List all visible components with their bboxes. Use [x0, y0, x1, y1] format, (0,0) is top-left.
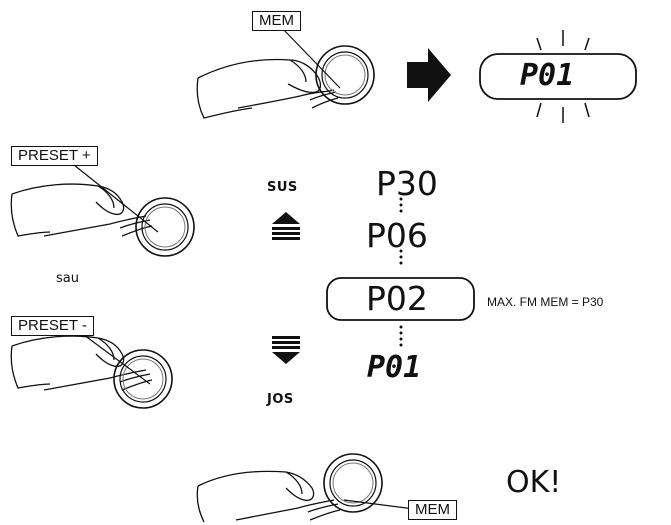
arrow-down-icon: [272, 336, 300, 364]
sequence-mid: P06: [366, 216, 428, 255]
callout-line: [73, 164, 159, 233]
current-display-frame: [326, 277, 475, 321]
hand-pressing-icon: [10, 335, 153, 391]
arrow-up-icon: [272, 212, 300, 240]
knob-icon: [315, 45, 375, 105]
knob-icon: [113, 349, 173, 409]
knob-icon: [323, 453, 383, 513]
mem-button-label: MEM: [408, 500, 457, 520]
knob-icon: [135, 197, 195, 257]
hand-pressing-icon: [196, 470, 341, 523]
preset-down-label: PRESET -: [11, 316, 94, 336]
display-text: P01: [520, 58, 575, 93]
arrow-right-icon: [407, 48, 451, 102]
callout-line: [343, 499, 415, 510]
sequence-current: P02: [366, 279, 428, 318]
sequence-dots: [399, 197, 403, 347]
mem-button-label: MEM: [252, 11, 301, 31]
down-text: JOS: [267, 392, 294, 407]
display-blinking: [479, 30, 637, 123]
hand-pressing-icon: [10, 183, 153, 237]
max-note: MAX. FM MEM = P30: [487, 295, 604, 309]
sequence-top: P30: [376, 164, 438, 203]
preset-up-label: PRESET +: [11, 146, 98, 166]
sequence-bottom: P01: [367, 350, 422, 385]
or-text: sau: [56, 271, 79, 286]
callout-line: [281, 27, 341, 89]
callout-line: [79, 331, 151, 385]
confirm-text: OK!: [506, 465, 562, 500]
up-text: SUS: [267, 180, 298, 195]
